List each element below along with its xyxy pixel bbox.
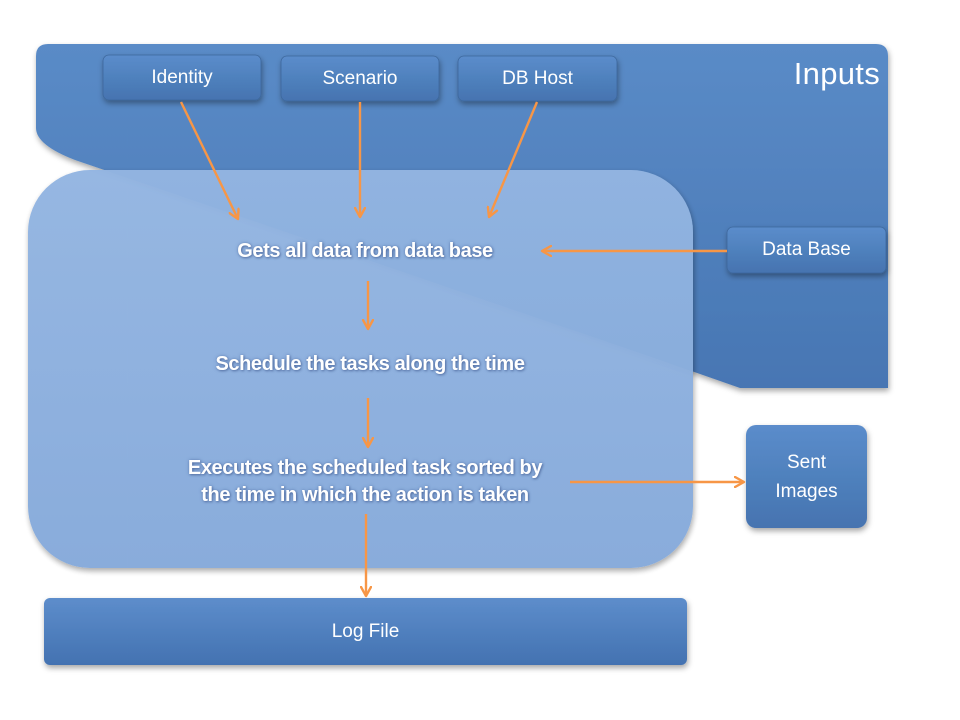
db-host-label: DB Host (502, 67, 573, 89)
log-file-box (44, 598, 687, 665)
identity-box (102, 54, 262, 101)
sent-images-line1: Sent (786, 451, 827, 473)
inputs-title: Inputs (793, 56, 880, 91)
step-execute-line1: Executes the scheduled task sorted by (187, 457, 543, 479)
scenario-label: Scenario (322, 67, 398, 89)
step-execute-line2: the time in which the action is taken (201, 484, 529, 506)
step-get-data: Gets all data from data base (237, 239, 493, 262)
log-file-label: Log File (331, 620, 400, 642)
process-panel (28, 170, 693, 568)
sent-images-line2: Images (775, 480, 838, 502)
step-execute: Executes the scheduled task sorted by th… (150, 453, 580, 511)
sent-images-box (746, 425, 867, 528)
identity-label: Identity (151, 66, 213, 88)
step-schedule: Schedule the tasks along the time (215, 352, 525, 375)
db-host-box (457, 55, 618, 102)
sent-images-label: Sent Images (746, 425, 867, 528)
arrow-identity-to-get-data (179, 101, 238, 219)
scenario-box (280, 55, 440, 102)
arrow-db-host-to-get-data (489, 101, 539, 217)
data-base-label: Data Base (762, 239, 851, 260)
